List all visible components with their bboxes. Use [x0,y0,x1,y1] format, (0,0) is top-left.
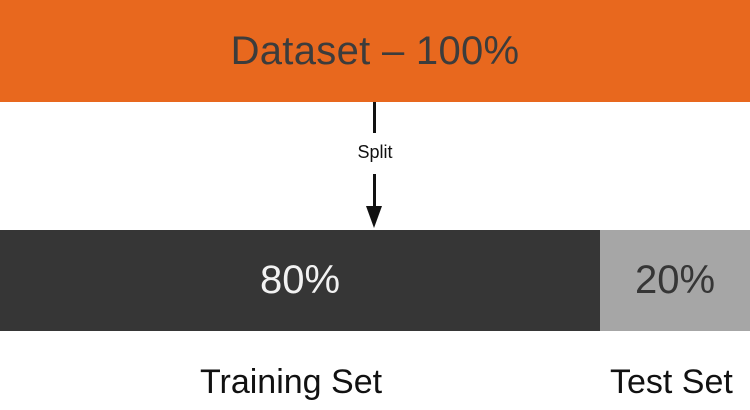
split-arrow-shaft-bottom [373,174,376,210]
dataset-label: Dataset – 100% [230,28,520,73]
split-bar: 80% 20% [0,230,750,331]
test-set-caption: Test Set [610,363,733,401]
training-percent-label: 80% [259,258,341,302]
test-segment: 20% [600,230,750,331]
split-arrow-head-icon [366,206,382,228]
split-arrow-shaft-top [373,102,376,133]
test-percent-label: 20% [634,258,716,302]
split-arrow-label: Split [357,142,393,162]
training-set-caption: Training Set [200,363,383,401]
training-segment: 80% [0,230,600,331]
dataset-bar: Dataset – 100% [0,0,750,102]
